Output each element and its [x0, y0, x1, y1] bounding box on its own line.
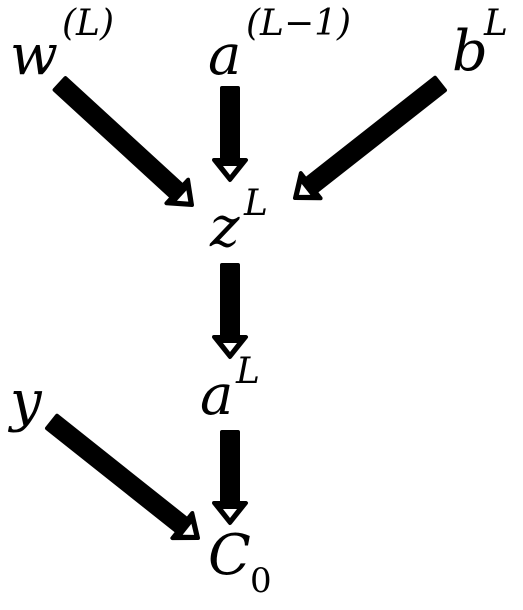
- arrow-body: [212, 86, 248, 182]
- node-bias-superscript: L: [484, 3, 508, 44]
- arrow-head-highlight: [182, 523, 195, 535]
- arrow-a_prev-to-z: [212, 86, 248, 182]
- arrow-head-highlight: [298, 183, 311, 195]
- node-cost-symbol: C: [208, 523, 251, 588]
- arrow-y-to-c: [45, 413, 200, 541]
- arrow-b-to-z: [293, 75, 447, 201]
- node-previous-activation-superscript: (L−1): [246, 3, 352, 44]
- node-bias-symbol: b: [452, 19, 488, 84]
- node-weight-symbol: w: [10, 23, 58, 88]
- node-cost-subscript: 0: [250, 561, 272, 601]
- arrow-body: [212, 263, 248, 359]
- node-weighted-sum-superscript: L: [244, 183, 268, 224]
- node-target: y: [10, 374, 42, 430]
- arrow-a_L-to-c: [212, 430, 248, 525]
- arrow-body: [293, 75, 447, 201]
- node-cost: C 0: [208, 528, 272, 599]
- arrow-head-highlight: [223, 166, 237, 175]
- arrow-body: [45, 413, 200, 541]
- arrow-head-highlight: [223, 509, 237, 518]
- arrow-head-highlight: [223, 343, 237, 352]
- arrow-z-to-a_L: [212, 263, 248, 359]
- node-activation-superscript: L: [236, 351, 260, 392]
- arrow-w-to-z: [52, 76, 194, 207]
- node-weighted-sum: z L: [210, 186, 268, 256]
- node-activation-symbol: a: [200, 363, 234, 428]
- arrow-body: [52, 76, 194, 207]
- node-weighted-sum-symbol: z: [210, 195, 240, 260]
- node-bias: b L: [452, 6, 508, 80]
- node-weight-superscript: (L): [62, 3, 114, 44]
- arrow-body: [212, 430, 248, 525]
- arrow-head-highlight: [176, 190, 189, 202]
- node-previous-activation-symbol: a: [208, 23, 242, 88]
- node-activation: a L: [200, 354, 260, 424]
- node-previous-activation: a (L−1): [208, 6, 351, 84]
- node-weight: w (L): [10, 6, 114, 84]
- node-target-symbol: y: [10, 369, 42, 434]
